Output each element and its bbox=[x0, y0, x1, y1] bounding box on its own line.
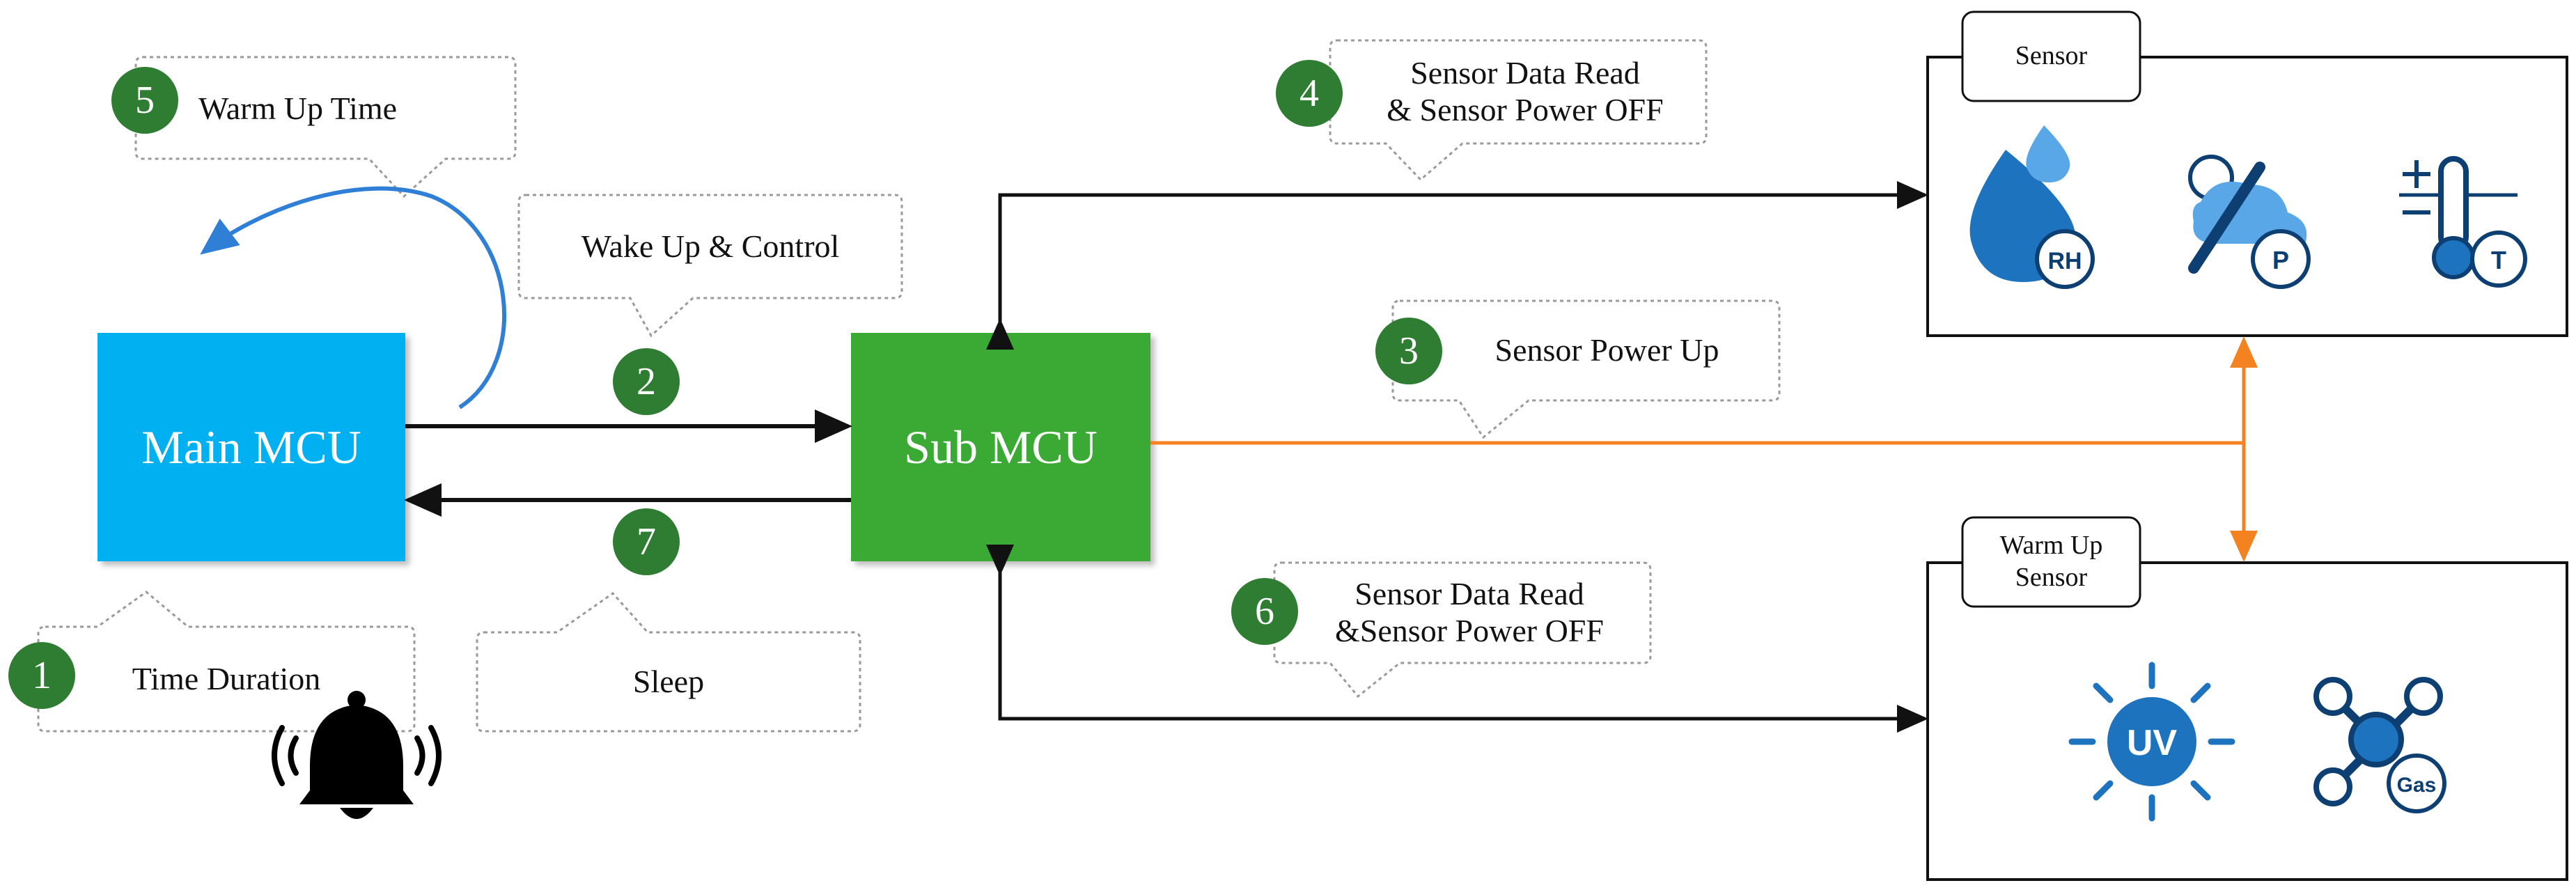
step-4-label: Sensor Data Read & Sensor Power OFF bbox=[1387, 55, 1664, 127]
gas-icon: Gas bbox=[2313, 677, 2446, 813]
callout-bubble-sensor-read bbox=[1329, 39, 1708, 182]
svg-text:T: T bbox=[2491, 246, 2506, 274]
warm-up-sensor-group-title: Warm Up Sensor bbox=[1999, 531, 2103, 592]
arrow-warm-up-sensor-link bbox=[986, 545, 1928, 733]
callout-bubble-wake-up bbox=[517, 194, 903, 338]
main-mcu-box bbox=[97, 333, 405, 561]
sensor-tab bbox=[1961, 10, 2141, 102]
temperature-icon: T bbox=[2399, 156, 2527, 288]
step-7-label: Sleep bbox=[632, 663, 705, 699]
step-5-badge: 5 bbox=[111, 67, 178, 134]
step-2-badge: 2 bbox=[613, 348, 680, 415]
step-5-label: Warm Up Time bbox=[198, 90, 398, 126]
step-1-label: Time Duration bbox=[132, 660, 321, 696]
bell-icon bbox=[272, 691, 442, 819]
uv-icon: UV bbox=[2068, 662, 2235, 822]
step-6-label: Sensor Data Read &Sensor Power OFF bbox=[1335, 576, 1604, 648]
step-2-label: Wake Up & Control bbox=[581, 228, 840, 264]
humidity-icon: RH bbox=[1969, 125, 2095, 289]
callout-bubble-sleep bbox=[476, 592, 861, 733]
step-3-badge: 3 bbox=[1375, 318, 1442, 384]
warm-up-sensor-tab bbox=[1961, 516, 2141, 608]
callout-bubble-warm-up-time bbox=[134, 56, 517, 198]
svg-text:UV: UV bbox=[2127, 723, 2178, 763]
svg-text:Gas: Gas bbox=[2397, 774, 2437, 797]
pressure-icon: P bbox=[2188, 155, 2311, 289]
step-7-badge: 7 bbox=[613, 508, 680, 575]
main-mcu-label: Main MCU bbox=[141, 420, 361, 474]
arrow-sensor-link bbox=[986, 181, 1928, 350]
step-4-badge: 4 bbox=[1276, 60, 1343, 127]
sub-mcu-box bbox=[851, 333, 1150, 561]
svg-text:RH: RH bbox=[2047, 248, 2082, 274]
step-3-label: Sensor Power Up bbox=[1494, 332, 1719, 368]
sensor-group-title: Sensor bbox=[2015, 41, 2088, 71]
sub-mcu-label: Sub MCU bbox=[904, 420, 1098, 474]
svg-text:P: P bbox=[2272, 246, 2289, 274]
step-6-badge: 6 bbox=[1231, 578, 1298, 645]
warm-up-loop-arrow bbox=[200, 186, 507, 409]
step-1-badge: 1 bbox=[8, 642, 75, 709]
warm-up-sensor-group-box bbox=[1926, 561, 2568, 881]
callout-bubble-time-duration bbox=[37, 591, 416, 733]
